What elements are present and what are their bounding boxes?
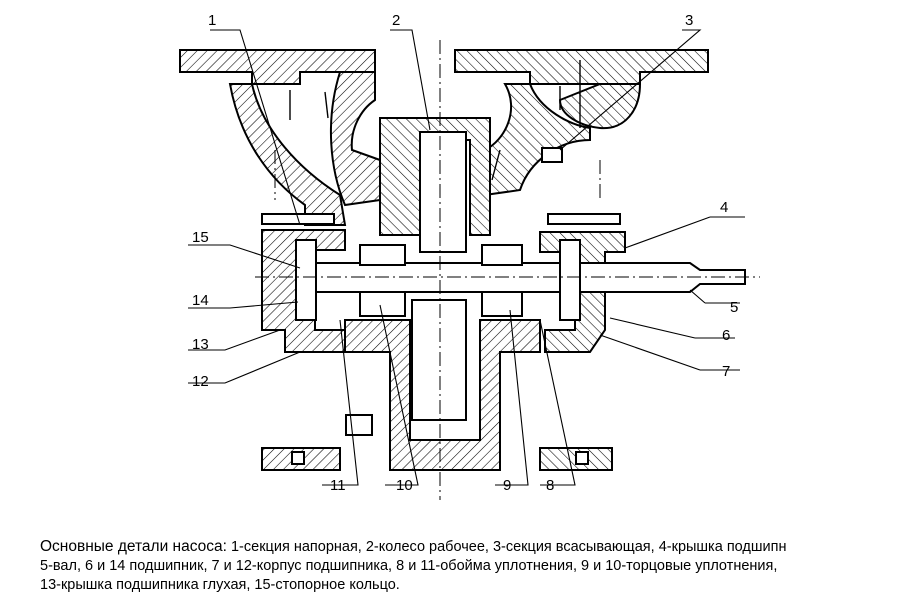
discharge-section-flange (179, 49, 376, 85)
callout-2: 2 (392, 12, 400, 29)
callout-3: 3 (685, 12, 693, 29)
callout-10: 10 (396, 477, 413, 494)
callout-14: 14 (192, 292, 209, 309)
callout-9: 9 (503, 477, 511, 494)
callout-15: 15 (192, 229, 209, 246)
callout-12: 12 (192, 373, 209, 390)
caption-line-1-text: 1-секция напорная, 2-колесо рабочее, 3-с… (226, 539, 787, 555)
impeller-lower (411, 299, 467, 421)
callout-13: 13 (192, 336, 209, 353)
callout-7: 7 (722, 363, 730, 380)
top-right-bolt (547, 213, 621, 225)
callout-4: 4 (720, 199, 728, 216)
right-seal (481, 244, 523, 266)
discharge-volute (228, 83, 347, 226)
mid-right-bolt (541, 147, 563, 163)
right-bearing (559, 239, 581, 321)
right-seal-lower (481, 291, 523, 317)
caption-line-2: 5-вал, 6 и 14 подшипник, 7 и 12-корпус п… (40, 558, 778, 574)
left-seal (359, 244, 406, 266)
impeller-upper (419, 131, 467, 253)
callout-5: 5 (730, 299, 738, 316)
callout-6: 6 (722, 327, 730, 344)
center-casing-upper (379, 117, 491, 236)
pump-cross-section-drawing: 1 2 3 4 5 6 7 8 9 10 11 12 13 14 15 (179, 12, 760, 500)
caption-heading: Основные детали насоса: (40, 538, 227, 555)
callout-1: 1 (208, 12, 216, 29)
caption-line-3: 13-крышка подшипника глухая, 15-стопорно… (40, 577, 400, 593)
caption-line-1: Основные детали насоса: 1-секция напорна… (40, 537, 900, 557)
callout-8: 8 (546, 477, 554, 494)
bottom-left-bolt (345, 414, 373, 436)
parts-caption: Основные детали насоса: 1-секция напорна… (40, 537, 900, 595)
left-seal-lower (359, 291, 406, 317)
left-bearing (295, 239, 317, 321)
callout-11: 11 (330, 477, 346, 494)
